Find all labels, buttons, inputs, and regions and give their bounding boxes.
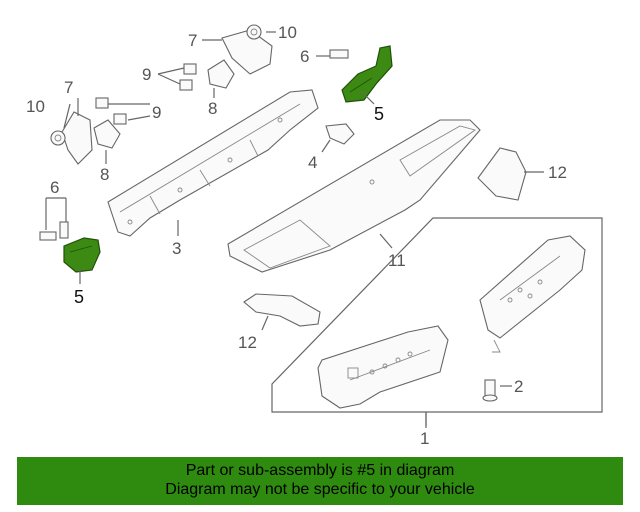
bolt-part-2: [482, 379, 512, 402]
callout-1: 1: [420, 429, 429, 448]
leader-lines: [45, 31, 544, 428]
bolt-part-6-left: [39, 221, 69, 241]
callout-10-right: 10: [278, 23, 297, 42]
clip-part-9-right: [179, 63, 197, 91]
clip-part-9-left: [95, 97, 127, 125]
bracket-part-12-left: [243, 293, 321, 327]
bracket-part-7-left: [61, 111, 93, 165]
clip-part-4: [325, 123, 355, 145]
banner-line-2: Diagram may not be specific to your vehi…: [165, 481, 475, 498]
callout-9-left: 9: [152, 103, 161, 122]
callout-7-right: 7: [188, 31, 197, 50]
callout-3: 3: [172, 239, 181, 258]
bracket-part-8-right: [207, 59, 235, 89]
callout-4: 4: [308, 153, 317, 172]
part-info-banner: Part or sub-assembly is #5 in diagram Di…: [17, 457, 623, 505]
bracket-part-8-left: [93, 119, 121, 149]
callout-6-right: 6: [300, 47, 309, 66]
bracket-part-12-right: [477, 147, 527, 201]
callout-11: 11: [388, 251, 406, 270]
bolt-part-6-right: [329, 49, 349, 59]
callout-5-right: 5: [374, 104, 384, 124]
callout-9-right: 9: [142, 65, 151, 84]
callout-10-left: 10: [26, 97, 45, 116]
callout-8-left: 8: [100, 165, 109, 184]
step-pad-part-11: [227, 119, 481, 273]
callout-12-left: 12: [238, 333, 257, 352]
nut-part-10-right: [246, 24, 262, 40]
callout-6-left: 6: [50, 178, 59, 197]
banner-line-1: Part or sub-assembly is #5 in diagram: [185, 462, 455, 479]
nut-part-10-left: [50, 130, 66, 146]
running-board-end-cap-right: [479, 235, 586, 353]
callout-5-left: 5: [74, 287, 84, 307]
mounting-rail-part-3: [107, 89, 319, 237]
callout-2: 2: [514, 377, 523, 396]
highlighted-part-5-left: [63, 237, 101, 273]
running-board-end-cap-left: [317, 325, 449, 409]
callout-12-right: 12: [548, 163, 567, 182]
parts-diagram: 1 2 3 4 5 5 6 6 7 7 8 8 9 9 10 10 11 12 …: [26, 23, 603, 448]
callout-7-left: 7: [64, 78, 73, 97]
highlighted-part-5-right: [341, 45, 393, 103]
callout-8-right: 8: [208, 99, 217, 118]
